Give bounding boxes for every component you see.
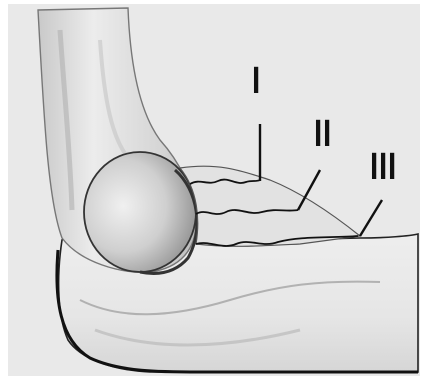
grade-label-3: III xyxy=(370,148,397,186)
grade-label-1: I xyxy=(252,62,261,100)
humeral-condyle xyxy=(84,152,196,272)
grade-label-2: II xyxy=(314,115,332,153)
